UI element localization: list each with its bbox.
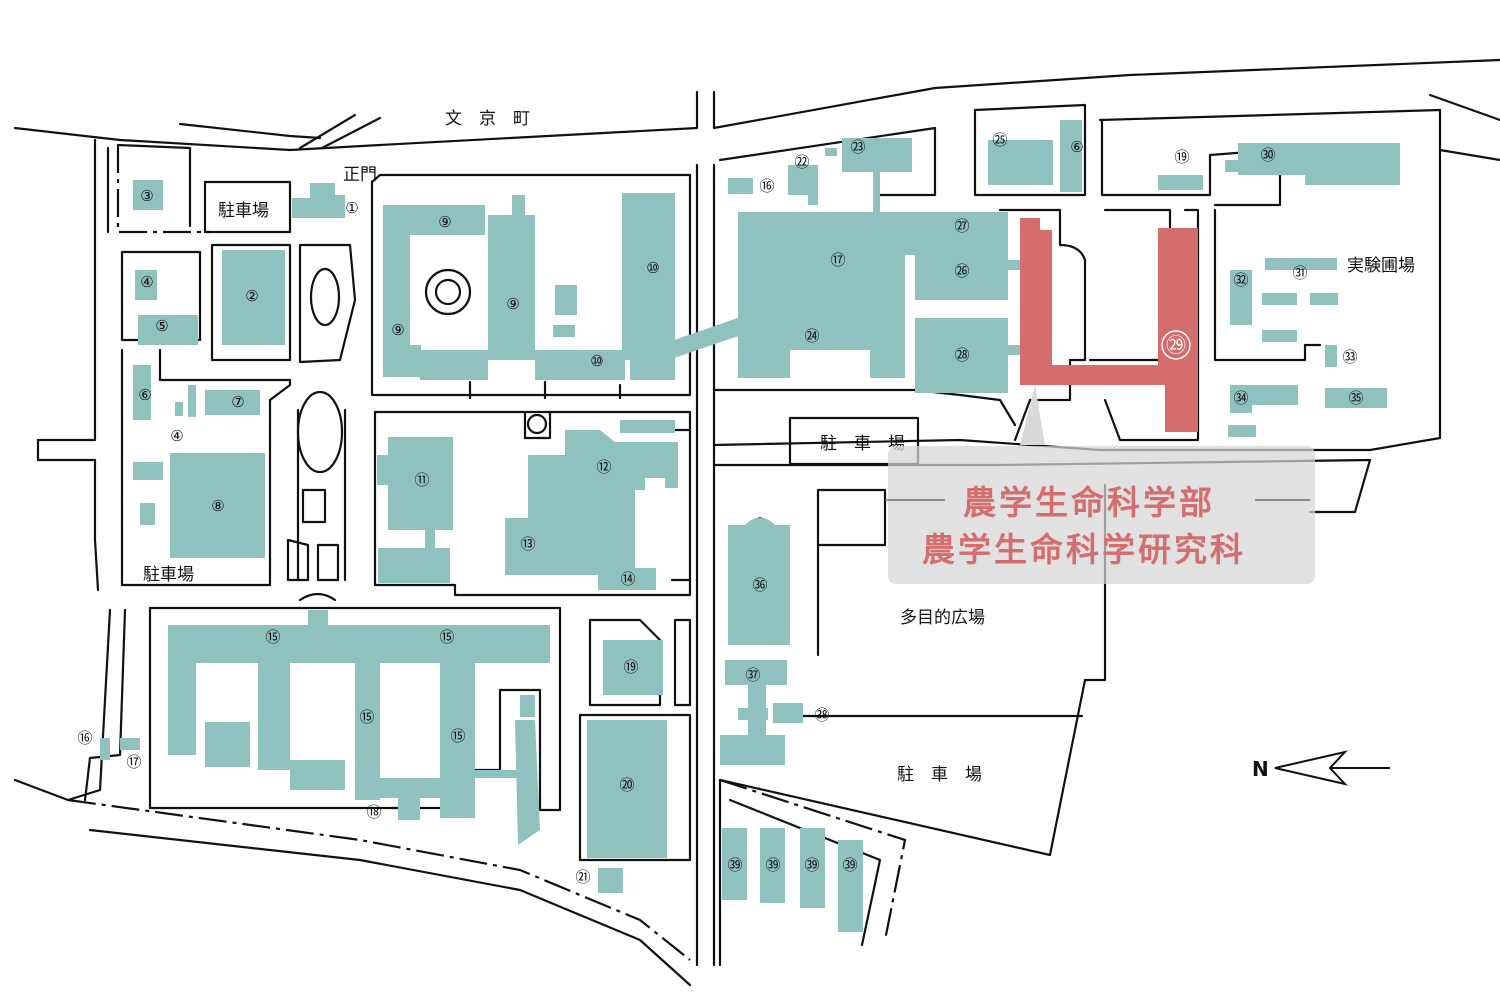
building-31-number: ㉛ xyxy=(1292,264,1307,282)
building-14-number: ⑭ xyxy=(620,570,635,588)
building-39d-number: ㊴ xyxy=(842,856,857,874)
building-17b-number: ⑰ xyxy=(126,753,141,771)
building-19a-number: ⑲ xyxy=(623,658,638,676)
building-39a-number: ㊴ xyxy=(727,856,742,874)
building-15b-number: ⑮ xyxy=(439,628,454,646)
building-38-number: ㊳ xyxy=(814,706,829,724)
parking-center-label: 駐 車 場 xyxy=(820,434,905,454)
callout-pointer xyxy=(1020,385,1045,445)
building-39b-number: ㊴ xyxy=(765,856,780,874)
callout-line-2: 農学生命科学研究科 xyxy=(922,530,1246,569)
building-6b-number: ⑥ xyxy=(1070,138,1083,156)
parking-nw-label: 駐車場 xyxy=(218,201,269,221)
building-35-number: ㉟ xyxy=(1348,389,1363,407)
building-15d-number: ⑮ xyxy=(450,727,465,745)
building-5-number: ⑤ xyxy=(155,317,168,335)
building-15c-number: ⑮ xyxy=(359,708,374,726)
street-label: 文 京 町 xyxy=(445,109,530,129)
parking-south-label: 駐 車 場 xyxy=(897,765,982,785)
building-3-number: ③ xyxy=(140,187,153,205)
building-17a-number: ⑰ xyxy=(830,251,845,269)
building-34-number: ㉞ xyxy=(1233,389,1248,407)
building-12-number: ⑫ xyxy=(596,458,611,476)
north-arrow: N xyxy=(1252,750,1390,786)
building-11-number: ⑪ xyxy=(414,471,429,489)
building-21-number: ㉑ xyxy=(575,868,590,886)
building-10b-number: ⑩ xyxy=(590,352,603,370)
plaza-label: 多目的広場 xyxy=(900,608,985,628)
building-13-number: ⑬ xyxy=(520,535,535,553)
building-10a-number: ⑩ xyxy=(646,259,659,277)
building-4b-number: ④ xyxy=(170,427,183,445)
building-16a-number: ⑯ xyxy=(759,177,774,195)
building-18-number: ⑱ xyxy=(366,803,381,821)
parking-west-label: 駐車場 xyxy=(143,565,194,585)
building-36-number: ㊱ xyxy=(752,576,767,594)
building-23-number: ㉓ xyxy=(850,138,865,156)
building-37-number: ㊲ xyxy=(745,666,760,684)
callout-line-1: 農学生命科学部 xyxy=(963,483,1215,522)
building-30-number: ㉚ xyxy=(1260,146,1275,164)
building-32-number: ㉜ xyxy=(1233,271,1248,289)
building-7-number: ⑦ xyxy=(231,393,244,411)
building-1-number: ① xyxy=(345,199,358,217)
building-4a-number: ④ xyxy=(140,273,153,291)
building-8-number: ⑧ xyxy=(211,497,224,515)
highlighted-building-29[interactable]: ㉙ xyxy=(1020,218,1198,445)
building-15a-number: ⑮ xyxy=(265,628,280,646)
building-19b-number: ⑲ xyxy=(1174,148,1189,166)
building-9b-number: ⑨ xyxy=(506,295,519,313)
building-27-number: ㉗ xyxy=(954,217,969,235)
building-24-number: ㉔ xyxy=(804,327,819,345)
building-16b-number: ⑯ xyxy=(77,729,92,747)
building-29-number: ㉙ xyxy=(1166,333,1186,357)
area-labels: 文 京 町 正門 駐車場 駐車場 駐 車 場 駐 車 場 実験圃場 多目的広場 xyxy=(143,109,1415,785)
building-29-marker-ring xyxy=(1161,330,1191,360)
highlight-callout xyxy=(888,446,1315,584)
main-gate-label: 正門 xyxy=(343,165,377,185)
experimental-field-label: 実験圃場 xyxy=(1347,256,1415,276)
building-28-number: ㉘ xyxy=(954,346,969,364)
north-label: N xyxy=(1252,757,1269,781)
buildings xyxy=(100,120,1400,932)
building-25-number: ㉕ xyxy=(992,131,1007,149)
building-20-number: ⑳ xyxy=(619,776,634,794)
building-33-number: ㉝ xyxy=(1342,348,1357,366)
building-9c-number: ⑨ xyxy=(391,321,404,339)
building-9a-number: ⑨ xyxy=(438,213,451,231)
building-39c-number: ㊴ xyxy=(804,856,819,874)
building-2-number: ② xyxy=(245,287,258,305)
building-numbers: ① ② ③ ④ ④ ⑤ ⑥ ⑥ ⑦ ⑧ ⑨ ⑨ ⑨ ⑩ ⑩ ⑪ ⑫ ⑬ ⑭ ⑮ … xyxy=(77,131,1363,886)
building-6a-number: ⑥ xyxy=(138,386,151,404)
building-26-number: ㉖ xyxy=(954,262,969,280)
road-network xyxy=(13,58,1500,987)
building-22-number: ㉒ xyxy=(794,153,809,171)
